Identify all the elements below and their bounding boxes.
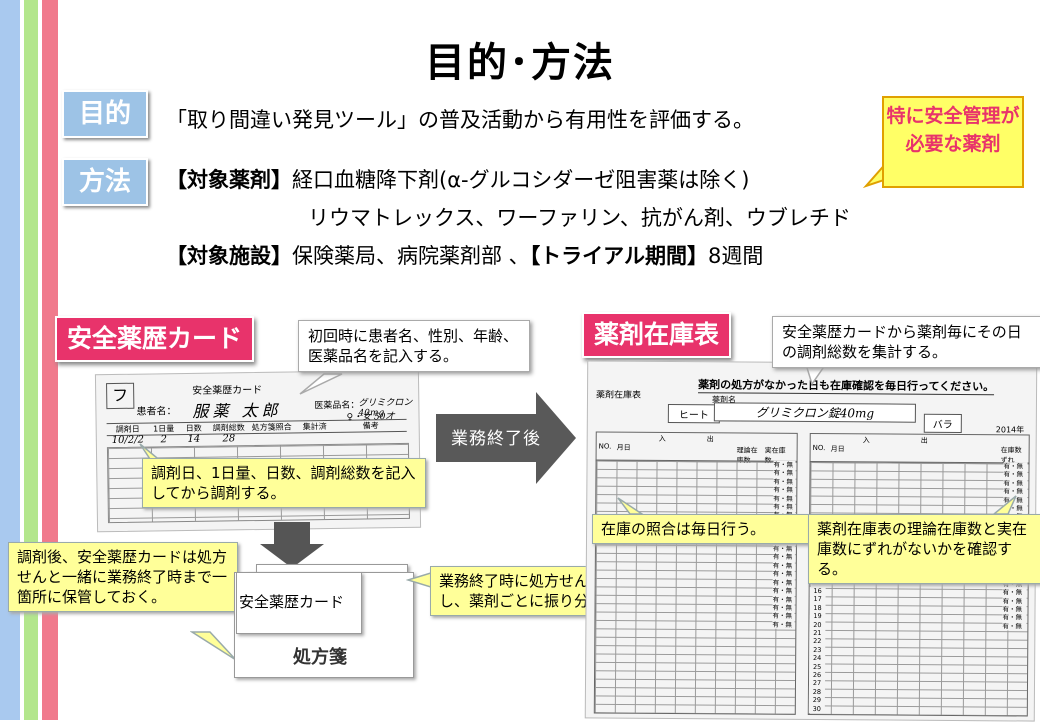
down-arrow [260,522,324,568]
purpose-text: 「取り間違い発見ツール」の普及活動から有用性を評価する。 [166,108,754,132]
stock-yn-r-15: 有・無 [1002,588,1023,597]
purpose-tag: 目的 [62,90,148,138]
row-num-26: 26 [812,671,822,680]
stock-yn-l-13: 有・無 [772,570,793,579]
stock-yn-column-left: 有・無 有・無 有・無 有・無 有・無 有・無 有・無 有・無 有・無 有・無 … [772,460,796,630]
process-arrow [436,392,576,484]
stripe-blue [0,0,20,720]
stock-yn-l-11: 有・無 [772,553,793,562]
stock-yn-l-1: 有・無 [773,469,794,478]
method-facility-line: 【対象施設】保険薬局、病院薬剤部 、【トライアル期間】8週間 [166,240,763,270]
card-callout-2: 調剤日、1日量、日数、調剤総数を記入してから調剤する。 [142,458,426,508]
stripe-pink [42,0,58,720]
stock-col-no: NO. [598,442,612,451]
row-num-20: 20 [813,620,822,629]
card-patient-label: 患者名： [136,406,177,418]
card-header: 安全薬歴カード [192,384,263,397]
stock-yn-r-1: 有・無 [1003,470,1023,479]
card-col-3: 調剤総数 [212,423,245,433]
stock-yn-l-19: 有・無 [772,620,792,629]
stock-yn-l-14: 有・無 [772,578,793,587]
card-col-5: 集計済 [302,422,327,432]
row-num-25: 25 [812,662,822,671]
drug-label: 【対象薬剤】 [166,168,292,192]
card-col-1: 1日量 [153,424,175,434]
stock-yn-l-4: 有・無 [773,494,793,503]
card-col-4: 処方箋照合 [251,422,292,433]
drug-text: 経口血糖降下剤(α-グルコシダーゼ阻害薬は除く) [292,168,750,192]
method-drug-line-2: リウマトレックス、ワーファリン、抗がん剤、ウブレチド [308,206,851,230]
stock-row-numbers: 16 17 18 19 20 21 22 23 24 25 26 27 28 2… [808,586,826,714]
trial-label: 【トライアル期間】 [529,244,708,268]
stock-col-date-r: 月日 [830,445,845,454]
row-num-27: 27 [812,679,822,688]
card-col-2: 日数 [185,423,202,434]
stripe-white-2 [38,0,42,720]
stock-banner: 薬剤の処方がなかった日も在庫確認を毎日行ってください。 [698,376,995,396]
card-patient-name: 服薬 太郎 [192,400,282,421]
stock-callout-3: 薬剤在庫表の理論在庫数と実在庫数にずれがないかを確認する。 [808,514,1040,584]
stock-callout-1: 安全薬歴カードから薬剤毎にその日の調剤総数を集計する。 [772,316,1040,368]
card-col-0: 調剤日 [115,424,140,434]
stack-card-label: 安全薬歴カード [239,593,345,611]
rx-label: 処方箋 [293,647,347,668]
facility-text: 保険薬局、病院薬剤部 、 [292,244,530,268]
stock-head-left: NO. 月日 入 出 理論在庫数 実在庫数 [595,431,798,465]
callout3-pointer [190,631,237,661]
row-num-28: 28 [812,687,822,696]
row-num-16: 16 [813,587,822,596]
stock-callout-2: 在庫の照合は毎日行う。 [592,514,810,544]
process-arrow-label: 業務終了後 [451,429,541,449]
row-num-18: 18 [813,603,822,612]
stock-yn-r-16: 有・無 [1002,596,1023,605]
stock-btn-bara: バラ [923,413,962,434]
stock-yn-l-3: 有・無 [773,485,793,495]
row-num-22: 22 [813,637,822,646]
stock-col-no-r: NO. [812,444,826,453]
card-no: フ [106,382,135,410]
stock-yn-l-15: 有・無 [772,586,793,595]
stock-col-in: 入 [658,434,666,443]
stock-callout3-pointer [991,495,1017,515]
callout1-pointer [299,373,343,395]
card-callout-3: 調剤後、安全薬歴カードは処方せんと一緒に業務終了時まで一箇所に保管しておく。 [8,542,238,612]
card-row1-total: 28 [222,433,236,445]
stock-col-out: 出 [706,435,714,444]
card-row1-days: 14 [187,433,201,445]
stock-yn-r-19: 有・無 [1002,622,1022,631]
stock-yn-l-18: 有・無 [772,612,793,621]
stock-btn-heat: ヒート [667,403,720,424]
row-num-24: 24 [813,654,822,663]
stock-header: 薬剤在庫表 [595,390,642,401]
stock-col-in-r: 入 [862,436,870,445]
row-num-19: 19 [813,612,822,621]
facility-label: 【対象施設】 [166,244,292,268]
stock-yn-r-18: 有・無 [1002,613,1022,622]
card-callout-1: 初回時に患者名、性別、年齢、医薬品名を記入する。 [298,320,530,372]
stock-callout2-pointer [617,497,645,515]
trial-text: 8週間 [707,244,764,268]
stripe-green [24,0,38,720]
row-num-30: 30 [812,704,821,713]
stripe-white [20,0,24,720]
page-title: 目的･方法 [425,40,615,86]
stock-head-right: NO. 月日 入 出 在庫数ずれ [809,432,1030,465]
row-num-23: 23 [813,645,822,654]
row-num-29: 29 [812,696,822,705]
method-drug-line: 【対象薬剤】経口血糖降下剤(α-グルコシダーゼ阻害薬は除く) [166,164,749,194]
stock-section-tag: 薬剤在庫表 [582,312,732,358]
method-tag: 方法 [62,158,148,206]
row-num-17: 17 [813,595,822,604]
stock-yn-l-16: 有・無 [772,595,793,604]
stack-card: 安全薬歴カード [236,572,362,634]
stock-col-out-r: 出 [920,436,928,445]
card-section-tag: 安全薬歴カード [55,316,255,362]
stock-col-date: 月日 [616,443,631,452]
row-num-21: 21 [813,629,822,638]
safety-note: 特に安全管理が必要な薬剤 [882,96,1024,188]
stock-drug-name: グリミクロン錠40mg [713,402,916,423]
